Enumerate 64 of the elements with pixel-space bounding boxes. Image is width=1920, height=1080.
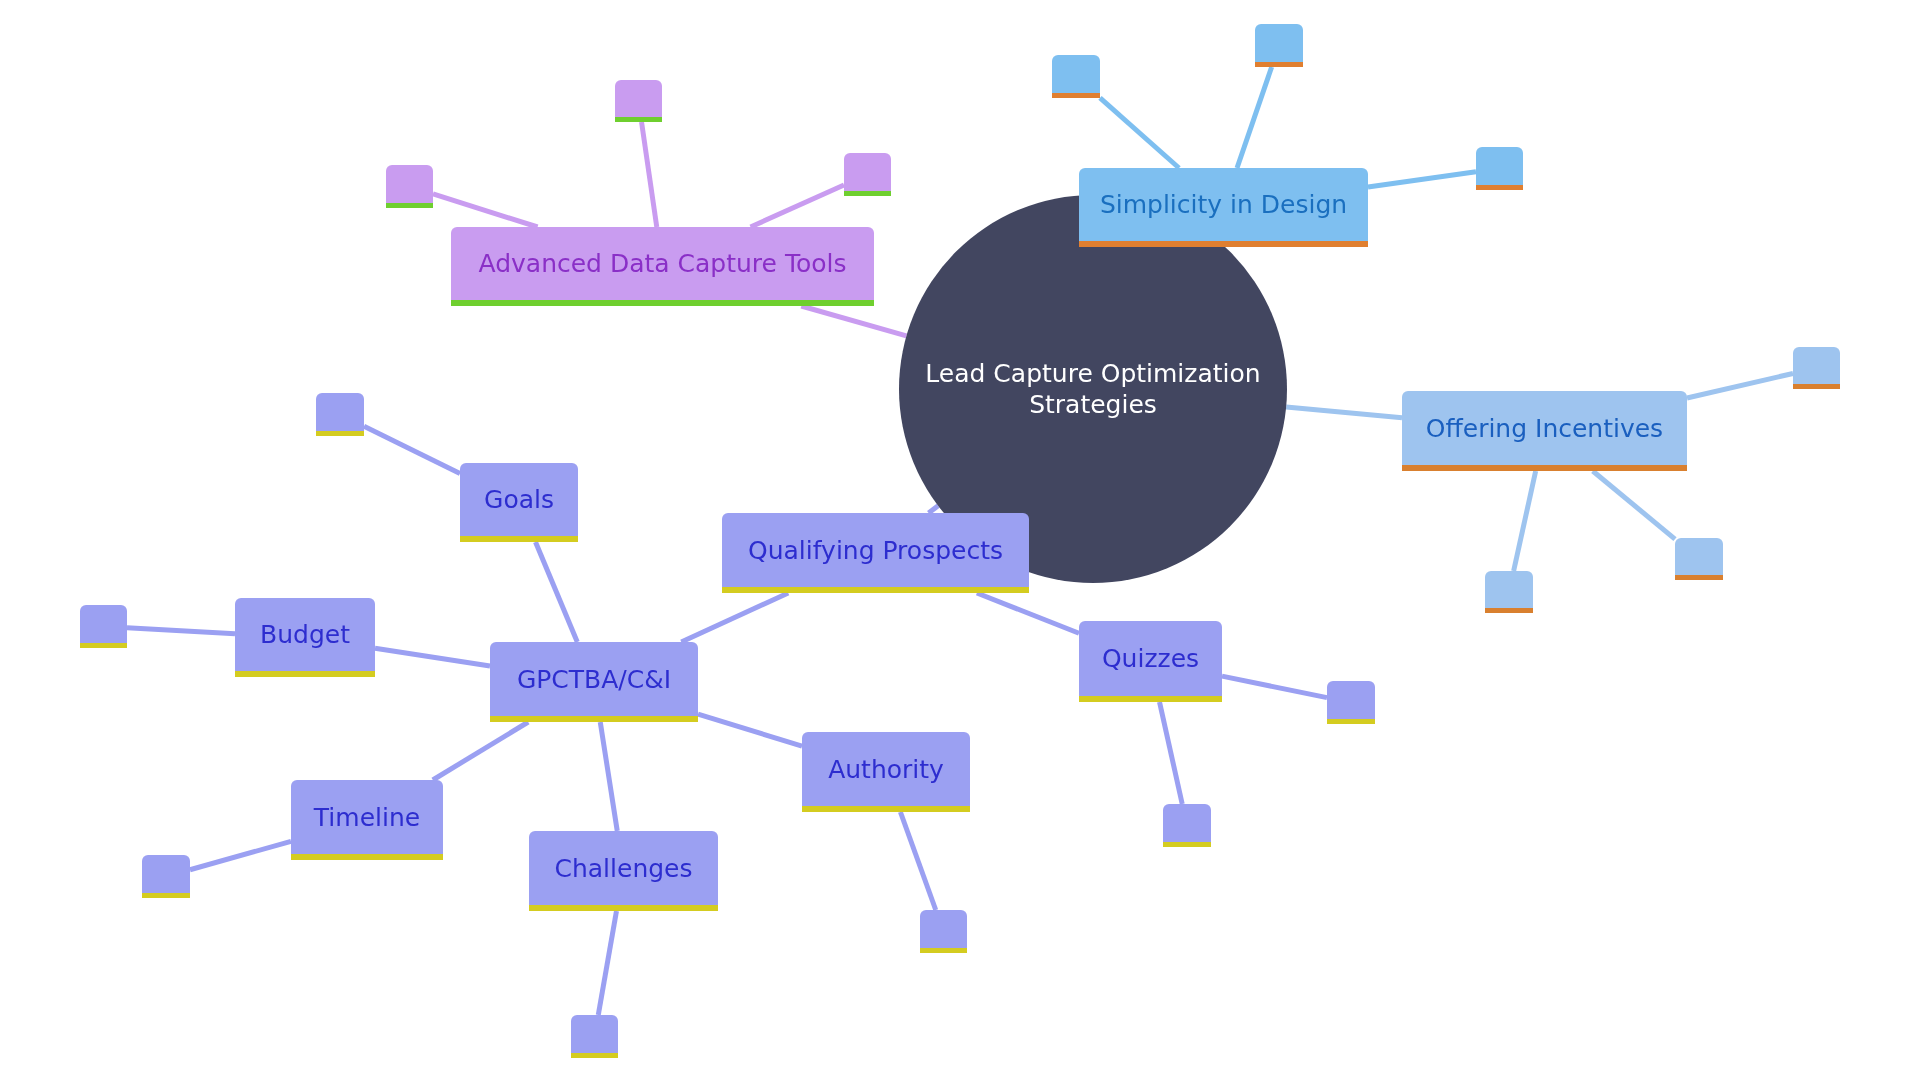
topic-box (235, 598, 375, 677)
connector-line (1234, 66, 1274, 169)
topic-label: Goals (484, 485, 554, 514)
topic-label: Timeline (313, 802, 421, 832)
topic-label: Challenges (554, 853, 693, 883)
topic-box (1079, 168, 1368, 247)
leaf-box (1327, 681, 1375, 724)
topic-box (802, 732, 970, 812)
connector-line (680, 590, 790, 645)
leaf-box (1675, 538, 1723, 580)
leaf-box (316, 393, 364, 436)
topic-text: Lead Capture Optimization Strategies (924, 357, 1262, 421)
connector-line (1098, 95, 1181, 170)
leaf-box (1255, 24, 1303, 67)
connector-line (749, 182, 846, 230)
leaf-box (1052, 55, 1100, 98)
leaf-box (1485, 571, 1533, 613)
connector-line (431, 719, 530, 783)
topic-label: Offering Incentives (1425, 413, 1664, 443)
connector-line (432, 191, 539, 230)
connector-line (1221, 673, 1328, 701)
leaf-box (615, 80, 662, 122)
topic-label: GPCTBA/C&I (516, 664, 672, 694)
connector-line (697, 711, 803, 749)
topic-label: Qualifying Prospects (748, 535, 1003, 565)
connector-line (1285, 404, 1403, 421)
connector-line (1157, 701, 1185, 805)
leaf-box (1163, 804, 1211, 847)
topic-label: Advanced Data Capture Tools (478, 249, 847, 278)
topic-label: Budget (260, 620, 350, 649)
leaf-box (386, 165, 433, 208)
topic-label: Simplicity in Design (1099, 190, 1348, 219)
leaf-box (142, 855, 190, 898)
topic-box (490, 642, 698, 722)
connector-line (362, 424, 462, 476)
topic-label: Authority (828, 754, 944, 784)
connector-line (126, 625, 236, 637)
connector-line (189, 838, 292, 873)
leaf-box (920, 910, 967, 953)
topic-box (529, 831, 718, 911)
connector-line (597, 721, 620, 832)
connector-line (1686, 371, 1794, 401)
leaf-box (844, 153, 891, 196)
topic-label: Quizzes (1101, 644, 1200, 673)
connector-line (639, 121, 660, 228)
topic-box (451, 227, 874, 306)
connector-line (1591, 469, 1677, 542)
leaf-box (571, 1015, 618, 1058)
topic-box (291, 780, 443, 860)
connector-line (898, 811, 939, 911)
topic-box (1402, 391, 1687, 471)
connector-line (975, 590, 1080, 636)
connector-line (533, 541, 580, 643)
topic-box (722, 513, 1029, 593)
leaf-box (1793, 347, 1840, 389)
connector-line (1511, 470, 1539, 572)
connector-line (374, 645, 491, 669)
leaf-box (80, 605, 127, 648)
leaf-box (1476, 147, 1523, 190)
connector-line (595, 910, 619, 1016)
topic-box (460, 463, 578, 542)
connector-line (800, 303, 908, 339)
connector-line (1367, 169, 1477, 190)
topic-box (1079, 621, 1222, 702)
